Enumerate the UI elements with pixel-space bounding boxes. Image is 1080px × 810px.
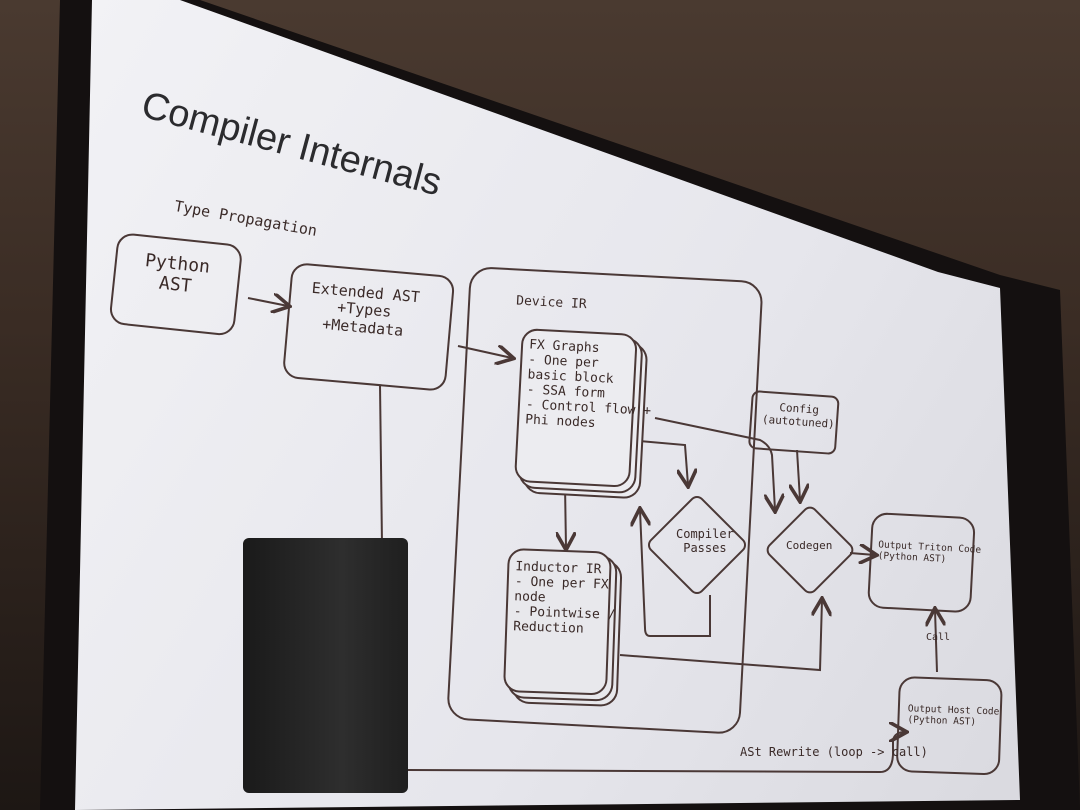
python-ast-node: Python AST [108, 232, 244, 337]
codegen-label: Codegen [786, 539, 833, 552]
extended-ast-node: Extended AST +Types +Metadata [281, 262, 456, 392]
call-label: Call [926, 632, 951, 643]
output-triton-node: Output Triton Code (Python AST) [866, 512, 981, 614]
ast-rewrite-label: ASt Rewrite (loop -> call) [740, 745, 928, 759]
config-node: Config (autotuned) [747, 390, 840, 455]
output-host-node: Output Host Code (Python AST) [895, 676, 1003, 776]
fx-graphs-node: FX Graphs - One per basic block - SSA fo… [513, 328, 651, 488]
speaker [243, 538, 408, 793]
inductor-ir-node: Inductor IR - One per FX node - Pointwis… [502, 548, 616, 696]
compiler-passes-label: Compiler Passes [676, 527, 734, 555]
